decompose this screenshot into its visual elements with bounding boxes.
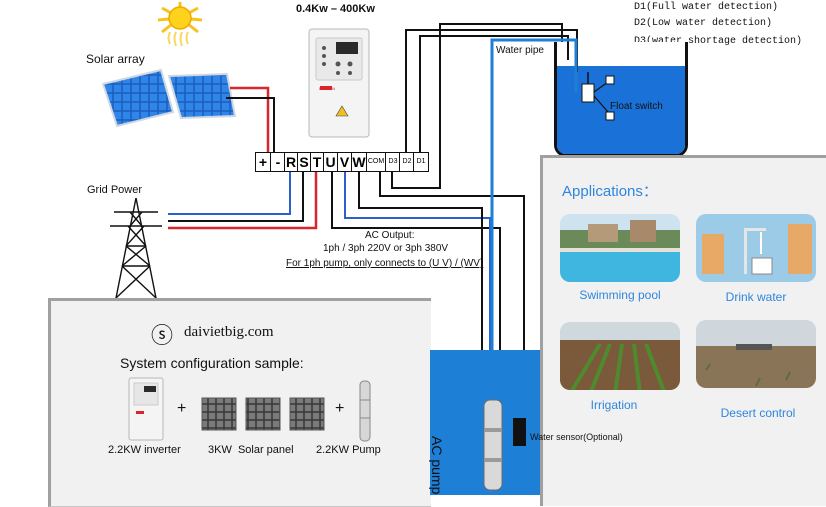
terminal-d1: D1 — [413, 152, 429, 172]
app-desert-control-image — [696, 320, 816, 388]
terminal-s: S — [297, 152, 311, 172]
water-sensor-device — [513, 418, 526, 446]
terminal-r: R — [284, 152, 298, 172]
app-swimming-pool-image — [560, 214, 680, 282]
site-logo-icon: ⓢ — [151, 324, 174, 349]
app-irrigation-label: Irrigation — [590, 398, 638, 412]
config-plus-2: + — [335, 400, 345, 417]
terminal-v: V — [337, 152, 352, 172]
float-switch-label: Float switch — [610, 101, 663, 112]
ac-output-note: For 1ph pump, only connects to (U V) / (… — [286, 258, 484, 269]
app-irrigation-image — [560, 322, 680, 390]
ac-output-title: AC Output: — [365, 230, 415, 241]
water-sensor-label: Water sensor(Optional) — [530, 432, 623, 442]
float-switch-icon — [581, 72, 615, 121]
solar-array-label: Solar array — [86, 52, 145, 66]
terminal-t: T — [310, 152, 324, 172]
terminal-plus: + — [255, 152, 271, 172]
app-swimming-pool-label: Swimming pool — [579, 288, 661, 302]
water-pipe-label: Water pipe — [496, 45, 544, 56]
app-drink-water-image — [696, 214, 816, 282]
config-inverter-label: 2.2KW inverter — [108, 444, 181, 456]
detection-d3: D3(water shortage detection) — [634, 36, 803, 47]
ac-output-voltage: 1ph / 3ph 220V or 3ph 380V — [323, 243, 449, 254]
terminal-com: COM — [366, 152, 386, 172]
config-pump-label: 2.2KW Pump — [316, 444, 381, 456]
config-plus-1: + — [177, 400, 187, 417]
tank-water — [557, 66, 685, 154]
app-desert-control-label: Desert control — [720, 406, 796, 420]
solar-panel-image — [101, 68, 237, 128]
app-drink-water-label: Drink water — [725, 290, 787, 304]
detection-d1: D1(Full water detection) — [634, 2, 779, 13]
config-solar-label: 3KW Solar panel — [208, 444, 294, 456]
detection-d2: D2(Low water detection) — [634, 18, 773, 29]
power-range-title: 0.4Kw – 400Kw — [296, 3, 375, 15]
applications-title: Applications： — [562, 183, 658, 200]
grid-tower-icon — [110, 197, 162, 299]
inverter-brand-label: DEELAN — [319, 86, 336, 91]
config-solar-panels — [201, 397, 325, 431]
config-pump-image — [359, 380, 371, 442]
inverter-device — [308, 28, 370, 138]
config-inverter-image — [128, 377, 164, 441]
terminal-u: U — [323, 152, 338, 172]
grid-power-label: Grid Power — [87, 184, 143, 196]
sun-icon — [157, 2, 203, 47]
watermark-text: daivietbig.com — [184, 324, 274, 340]
terminal-w: W — [351, 152, 367, 172]
ac-pump-label: AC pump — [429, 436, 445, 495]
ac-pump-image — [483, 399, 503, 491]
config-title: System configuration sample: — [120, 355, 304, 371]
